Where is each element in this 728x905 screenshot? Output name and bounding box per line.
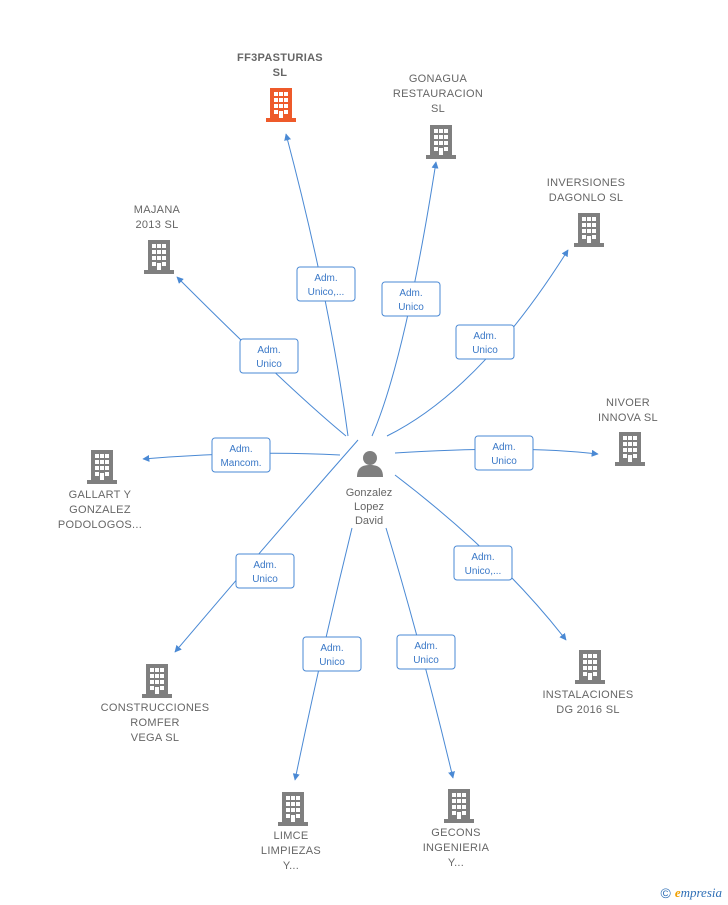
relation-text: Unico — [252, 574, 278, 585]
building-icon — [278, 792, 308, 826]
company-name-line: INSTALACIONES — [542, 689, 633, 701]
company-name-line: GALLART Y — [69, 489, 132, 501]
relation-label-ff3pasturias[interactable]: Adm. Unico,... — [296, 266, 356, 302]
company-name-line: INVERSIONES — [547, 177, 626, 189]
company-name-line: GONZALEZ — [69, 504, 131, 516]
relation-text: Unico — [491, 456, 517, 467]
building-icon — [575, 650, 605, 684]
relation-label-gallart[interactable]: Adm. Mancom. — [211, 437, 271, 473]
company-name-line: FF3PASTURIAS — [237, 52, 323, 64]
company-name-line: MAJANA — [134, 204, 181, 216]
center-name-line-3: David — [355, 515, 383, 527]
relation-edge-gonagua — [371, 161, 439, 437]
relation-text: Unico,... — [465, 566, 502, 577]
building-icon — [444, 789, 474, 823]
company-name-line: LIMPIEZAS — [261, 845, 321, 857]
company-name-line: Y... — [283, 860, 299, 872]
relation-text: Adm. — [320, 643, 343, 654]
relation-text: Unico — [319, 657, 345, 668]
relation-label-majana[interactable]: Adm. Unico — [239, 338, 299, 374]
company-name-line: GONAGUA — [409, 73, 468, 85]
relation-text: Adm. — [399, 288, 422, 299]
company-name-line: Y... — [448, 857, 464, 869]
relation-text: Adm. — [414, 641, 437, 652]
company-name-line: SL — [273, 67, 288, 79]
relation-text: Adm. — [229, 444, 252, 455]
relation-text: Adm. — [253, 560, 276, 571]
company-node-instalaciones-dg[interactable]: INSTALACIONES DG 2016 SL — [542, 650, 633, 716]
relation-text: Unico — [398, 302, 424, 313]
relation-edge-inversiones-dagonlo — [386, 249, 569, 437]
relation-text: Adm. — [492, 442, 515, 453]
building-icon — [87, 450, 117, 484]
relation-label-inversiones-dagonlo[interactable]: Adm. Unico — [455, 324, 515, 360]
company-node-majana[interactable]: MAJANA 2013 SL — [134, 204, 181, 274]
relation-label-construcciones-romfer[interactable]: Adm. Unico — [235, 553, 295, 589]
relation-text: Unico,... — [308, 287, 345, 298]
building-icon — [574, 213, 604, 247]
company-name-line: PODOLOGOS... — [58, 519, 142, 531]
relation-text: Unico — [472, 345, 498, 356]
building-icon — [144, 240, 174, 274]
company-name-line: LIMCE — [273, 830, 308, 842]
center-person-node[interactable]: Gonzalez Lopez David — [346, 451, 392, 527]
company-name-line: DAGONLO SL — [549, 192, 624, 204]
relation-text: Adm. — [471, 552, 494, 563]
building-icon — [426, 125, 456, 159]
relation-label-instalaciones-dg[interactable]: Adm. Unico,... — [453, 545, 513, 581]
company-node-construcciones-romfer[interactable]: CONSTRUCCIONES ROMFER VEGA SL — [101, 664, 210, 744]
relation-text: Mancom. — [220, 458, 261, 469]
company-name-line: INNOVA SL — [598, 412, 658, 424]
company-node-nivoer[interactable]: NIVOER INNOVA SL — [598, 397, 658, 466]
company-node-gallart[interactable]: GALLART Y GONZALEZ PODOLOGOS... — [58, 450, 142, 531]
relation-edge-construcciones-romfer — [174, 439, 359, 653]
relation-text: Adm. — [314, 273, 337, 284]
relation-text: Adm. — [473, 331, 496, 342]
company-name-line: ROMFER — [130, 717, 179, 729]
building-icon — [266, 88, 296, 122]
relation-text: Adm. — [257, 345, 280, 356]
company-name-line: INGENIERIA — [423, 842, 490, 854]
company-name-line: 2013 SL — [135, 219, 178, 231]
company-node-limce[interactable]: LIMCE LIMPIEZAS Y... — [261, 792, 321, 872]
company-node-gecons[interactable]: GECONS INGENIERIA Y... — [423, 789, 490, 869]
center-name-line-1: Gonzalez — [346, 487, 392, 499]
center-name-line-2: Lopez — [354, 501, 384, 513]
building-icon — [615, 432, 645, 466]
company-name-line: VEGA SL — [131, 732, 180, 744]
building-icon — [142, 664, 172, 698]
relation-label-limce[interactable]: Adm. Unico — [302, 636, 362, 672]
company-name-line: GECONS — [431, 827, 480, 839]
company-node-inversiones-dagonlo[interactable]: INVERSIONES DAGONLO SL — [547, 177, 626, 247]
company-node-ff3pasturias[interactable]: FF3PASTURIAS SL — [237, 52, 323, 122]
relation-text: Unico — [413, 655, 439, 666]
relation-text: Unico — [256, 359, 282, 370]
footer-brand: © empresia — [660, 885, 722, 901]
relation-label-gecons[interactable]: Adm. Unico — [396, 634, 456, 670]
copyright-icon: © — [660, 885, 671, 901]
company-node-gonagua[interactable]: GONAGUA RESTAURACION SL — [393, 73, 483, 159]
relation-label-nivoer[interactable]: Adm. Unico — [474, 435, 534, 471]
company-name-line: NIVOER — [606, 397, 650, 409]
brand-logo[interactable]: empresia — [674, 885, 722, 900]
company-name-line: DG 2016 SL — [556, 704, 620, 716]
company-name-line: CONSTRUCCIONES — [101, 702, 210, 714]
company-name-line: SL — [431, 103, 445, 115]
company-name-line: RESTAURACION — [393, 88, 483, 100]
person-icon — [357, 451, 383, 477]
relation-label-gonagua[interactable]: Adm. Unico — [381, 281, 441, 317]
